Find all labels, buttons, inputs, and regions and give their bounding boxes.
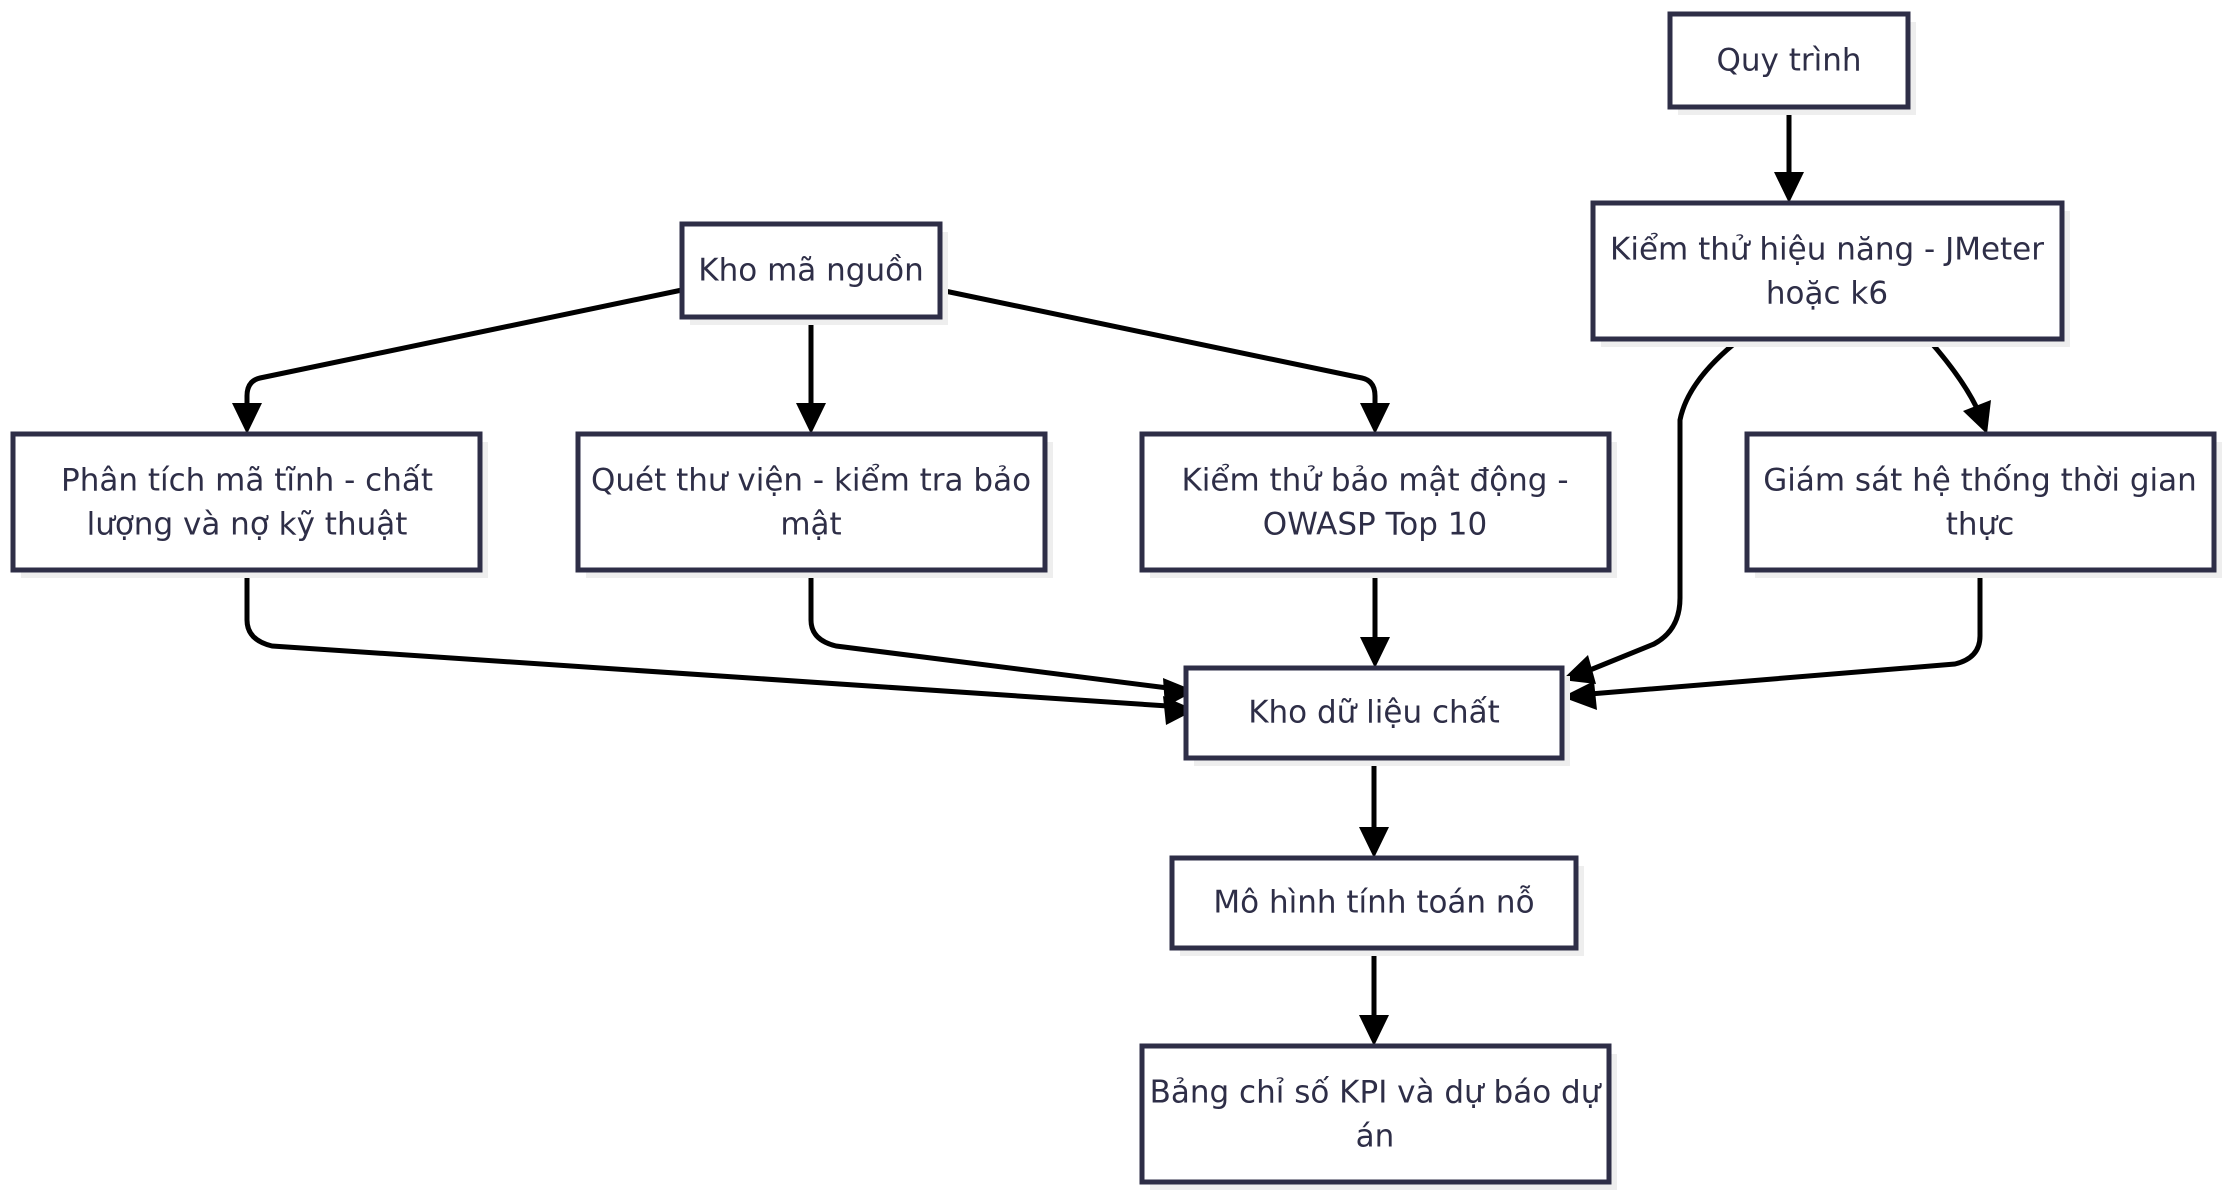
node-label-line1: Bảng chỉ số KPI và dự báo dự: [1150, 1075, 1602, 1111]
node-label: Kho dữ liệu chất: [1248, 695, 1500, 731]
arrowhead-icon: [1359, 1015, 1389, 1046]
node-label-line2: OWASP Top 10: [1263, 507, 1487, 543]
edge-line: [1589, 337, 1742, 673]
node-label-line2: án: [1356, 1119, 1395, 1155]
node-label-line1: Kiểm thử hiệu năng - JMeter: [1610, 232, 2044, 268]
node-box[interactable]: [1183, 665, 1565, 761]
node-label: Kho mã nguồn: [698, 253, 923, 289]
arrowhead-icon: [232, 403, 262, 434]
node-label: Mô hình tính toán nỗ: [1213, 885, 1534, 921]
node-box[interactable]: [1139, 1043, 1612, 1185]
node-layer: Quy trình Kiểm thử hiệu năng - JMeter ho…: [10, 11, 2222, 1190]
node-box[interactable]: [1744, 431, 2217, 573]
node-label-line2: hoặc k6: [1766, 276, 1888, 312]
node-label-line1: Giám sát hệ thống thời gian: [1763, 463, 2197, 499]
node-quy-trinh[interactable]: Quy trình: [1667, 11, 1916, 115]
node-giam-sat-he-thong[interactable]: Giám sát hệ thống thời gian thực: [1744, 431, 2222, 578]
node-kiem-thu-hieu-nang[interactable]: Kiểm thử hiệu năng - JMeter hoặc k6: [1590, 200, 2070, 347]
node-box[interactable]: [679, 221, 943, 320]
edge-kiem-thu-bao-mat-dong-to-kho-du-lieu-chat: [1360, 570, 1390, 668]
edge-kiem-thu-hieu-nang-to-giam-sat-he-thong: [1926, 337, 1991, 434]
edge-quy-trinh-to-kiem-thu-hieu-nang: [1774, 107, 1804, 203]
edge-line: [1926, 337, 1983, 416]
arrowhead-icon: [1562, 681, 1597, 710]
edge-line: [939, 287, 1378, 415]
arrowhead-icon: [1562, 655, 1596, 684]
node-box[interactable]: [575, 431, 1048, 573]
node-kho-ma-nguon[interactable]: Kho mã nguồn: [679, 221, 948, 325]
edge-line: [808, 570, 1169, 691]
arrowhead-icon: [1963, 400, 1991, 434]
edge-kho-ma-nguon-to-kiem-thu-bao-mat-dong: [939, 287, 1390, 434]
edge-line: [244, 570, 1169, 709]
node-kho-du-lieu-chat[interactable]: Kho dữ liệu chất: [1183, 665, 1570, 766]
node-quet-thu-vien[interactable]: Quét thư viện - kiểm tra bảo mật: [575, 431, 1053, 578]
node-label-line1: Kiểm thử bảo mật động -: [1181, 463, 1568, 499]
node-box[interactable]: [1590, 200, 2065, 342]
edge-quet-thu-vien-to-kho-du-lieu-chat: [808, 570, 1195, 707]
node-mo-hinh-tinh-toan[interactable]: Mô hình tính toán nỗ: [1169, 855, 1584, 956]
edge-kho-ma-nguon-to-quet-thu-vien: [796, 317, 826, 434]
node-label-line2: lượng và nợ kỹ thuật: [87, 507, 408, 543]
edge-phan-tich-ma-tinh-to-kho-du-lieu-chat: [244, 570, 1195, 725]
arrowhead-icon: [1163, 678, 1195, 707]
node-label-line1: Quét thư viện - kiểm tra bảo: [591, 463, 1031, 499]
node-box[interactable]: [10, 431, 483, 573]
node-label-line1: Phân tích mã tĩnh - chất: [61, 463, 433, 499]
node-label-line2: thực: [1946, 507, 2015, 543]
node-label: Quy trình: [1716, 43, 1861, 79]
edge-giam-sat-he-thong-to-kho-du-lieu-chat: [1562, 570, 1983, 710]
node-label-line2: mật: [780, 507, 841, 543]
arrowhead-icon: [1774, 172, 1804, 203]
edge-kho-du-lieu-chat-to-mo-hinh-tinh-toan: [1359, 758, 1389, 858]
arrowhead-icon: [1360, 637, 1390, 668]
arrowhead-icon: [1360, 403, 1390, 434]
node-phan-tich-ma-tinh[interactable]: Phân tích mã tĩnh - chất lượng và nợ kỹ …: [10, 431, 488, 578]
arrowhead-icon: [796, 403, 826, 434]
edge-line: [1589, 570, 1983, 697]
edge-layer: [232, 107, 1991, 1046]
node-kiem-thu-bao-mat-dong[interactable]: Kiểm thử bảo mật động - OWASP Top 10: [1139, 431, 1617, 578]
node-bang-chi-so-kpi[interactable]: Bảng chỉ số KPI và dự báo dự án: [1139, 1043, 1617, 1190]
edge-line: [244, 287, 683, 415]
edge-kho-ma-nguon-to-phan-tich-ma-tinh: [232, 287, 683, 434]
node-box[interactable]: [1139, 431, 1612, 573]
arrowhead-icon: [1359, 827, 1389, 858]
edge-mo-hinh-tinh-toan-to-bang-chi-so-kpi: [1359, 948, 1389, 1046]
edge-kiem-thu-hieu-nang-to-kho-du-lieu-chat: [1562, 337, 1742, 684]
node-box[interactable]: [1667, 11, 1911, 110]
node-box[interactable]: [1169, 855, 1579, 951]
